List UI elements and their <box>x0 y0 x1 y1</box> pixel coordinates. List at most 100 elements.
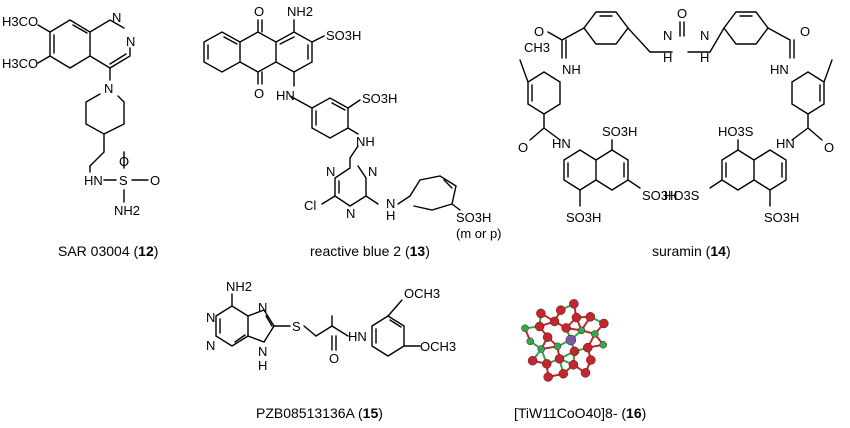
compound-12-caption: SAR 03004 (12) <box>58 243 158 259</box>
amide-nh-left: NH <box>562 62 581 77</box>
compound-16-polyoxometalate-model <box>521 299 609 382</box>
compound-14-number: 14 <box>710 243 726 259</box>
oxygen-atom <box>542 332 553 342</box>
oxygen-atom <box>580 368 591 378</box>
sulfamide-o-top-label: O <box>119 154 129 169</box>
oxygen-atom <box>586 355 596 365</box>
urea-n-left: N <box>663 28 672 43</box>
compound-15-number: 15 <box>363 405 379 421</box>
compound-12-name: SAR 03004 <box>58 243 130 259</box>
tungsten-atom <box>591 330 599 338</box>
sulfamide-nh2-label: NH2 <box>114 203 140 218</box>
compound-12-number: 12 <box>138 243 154 259</box>
adenine-nh2: NH2 <box>226 279 252 294</box>
tungsten-atom <box>537 345 546 353</box>
sulfonate-1: SO3H <box>602 124 637 139</box>
sulfonate-4: HO3S <box>718 124 754 139</box>
compound-16-number: 16 <box>626 405 642 421</box>
oxygen-atom <box>569 346 580 357</box>
hn-linker-label: HN <box>276 88 295 103</box>
purine-h: H <box>258 358 267 373</box>
oxygen-atom <box>585 312 596 322</box>
compound-16-name: [TiW11CoO40]8- <box>514 405 618 421</box>
urea-h-right: H <box>700 50 709 65</box>
so3h-top-label: SO3H <box>326 28 361 43</box>
oxygen-atom <box>543 372 553 382</box>
methoxy-bottom-label: H3CO <box>2 56 38 71</box>
oxygen-atom <box>536 308 546 319</box>
compound-12-structure: H3CO H3CO N N N HN S O O NH2 <box>2 10 160 218</box>
purine-n-3: N <box>258 300 267 315</box>
compound-13-number: 13 <box>410 243 426 259</box>
anilino-h-label: H <box>386 208 395 223</box>
methyl-left-label: CH3 <box>524 40 550 55</box>
oxygen-atom <box>558 368 569 379</box>
tungsten-atom <box>526 337 534 346</box>
compound-15-structure: NH2 N N N N H S HN O OCH3 OCH3 <box>206 279 456 373</box>
triazine-n-1: N <box>368 164 377 179</box>
compound-14-caption: suramin (14) <box>652 243 731 259</box>
methoxy-2: OCH3 <box>420 339 456 354</box>
oxygen-atom <box>542 359 552 369</box>
triazine-n-3: N <box>346 206 355 221</box>
amide-o-left-bottom: O <box>518 140 528 155</box>
oxygen-atom <box>599 318 609 329</box>
purine-n-2: N <box>206 338 215 353</box>
purine-n-4: N <box>258 344 267 359</box>
oxygen-atom <box>554 354 565 364</box>
anthraquinone-nh2: NH2 <box>287 4 313 19</box>
oxygen-atom <box>571 312 582 323</box>
oxygen-atom <box>569 299 579 309</box>
anthraquinone-o-top: O <box>254 4 264 19</box>
amide-o-left-top: O <box>534 24 544 39</box>
chloro-label: Cl <box>304 198 316 213</box>
methoxy-top-label: H3CO <box>2 14 38 29</box>
amide-hn-right-bottom: HN <box>776 136 795 151</box>
so3h-phenyl-label: SO3H <box>456 210 491 225</box>
compound-15-name: PZB08513136A <box>256 405 356 421</box>
oxygen-atom <box>583 342 593 353</box>
amide-hn: HN <box>348 329 367 344</box>
oxygen-atom <box>568 360 579 370</box>
amide-o-right-bottom: O <box>824 140 834 155</box>
anilino-n-label: N <box>386 196 395 211</box>
sulfonate-6: SO3H <box>764 210 799 225</box>
compound-16-caption: [TiW11CoO40]8- (16) <box>514 405 646 421</box>
sulfonate-3: SO3H <box>566 210 601 225</box>
compound-14-name: suramin <box>652 243 702 259</box>
anthraquinone-o-bottom: O <box>254 86 264 101</box>
compound-13-caption: reactive blue 2 (13) <box>310 243 430 259</box>
purine-n-1: N <box>206 310 215 325</box>
sulfonate-5: HO3S <box>664 188 700 203</box>
compound-15-caption: PZB08513136A (15) <box>256 405 383 421</box>
methoxy-1: OCH3 <box>404 286 440 301</box>
oxygen-atom <box>549 316 560 327</box>
cobalt-atom <box>565 334 577 346</box>
urea-n-right: N <box>700 28 709 43</box>
amide-hn-left-bottom: HN <box>552 136 571 151</box>
oxygen-atom <box>561 323 571 333</box>
oxygen-atom <box>527 355 538 366</box>
amide-o-right-top: O <box>800 24 810 39</box>
quinazoline-n-top: N <box>112 10 121 25</box>
meta-or-para-note: (m or p) <box>456 226 502 241</box>
oxygen-atom <box>556 305 566 315</box>
so3h-mid-label: SO3H <box>362 91 397 106</box>
sulfamide-o-right-label: O <box>150 173 160 188</box>
urea-o-label: O <box>677 6 687 21</box>
compound-13-structure: O O NH2 SO3H HN SO3H NH N N N Cl N H SO3… <box>203 4 502 241</box>
sulfamide-s-label: S <box>119 173 128 188</box>
amide-hn-right: HN <box>770 62 789 77</box>
thioether-s: S <box>292 319 301 334</box>
tungsten-atom <box>553 342 562 351</box>
triazine-n-2: N <box>326 164 335 179</box>
nh-triazine-label: NH <box>356 134 375 149</box>
amide-o: O <box>329 351 339 366</box>
tungsten-atom <box>521 324 529 333</box>
sulfonate-2: SO3H <box>642 188 677 203</box>
sulfamide-nh-label: HN <box>84 173 103 188</box>
quinazoline-n-right: N <box>126 34 135 49</box>
compound-14-structure: N H N H O CH3 NH HN O O O O HN HN SO3H S… <box>518 6 834 225</box>
tungsten-atom <box>577 326 586 335</box>
